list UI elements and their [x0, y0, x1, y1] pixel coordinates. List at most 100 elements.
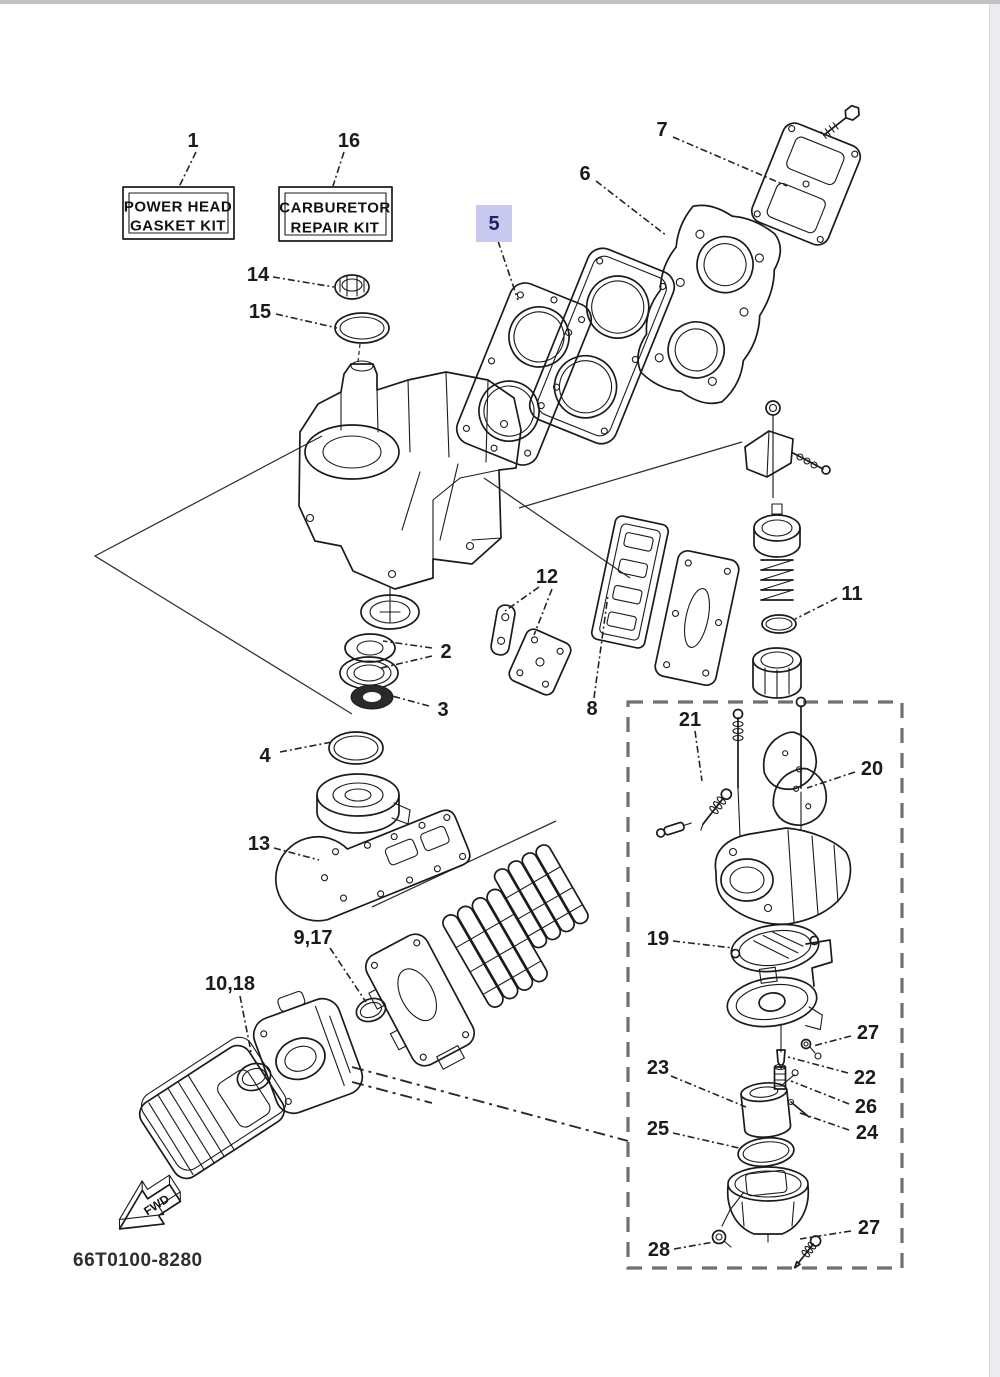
callout-27: 27 [857, 1022, 879, 1044]
clip-part-27 [800, 1038, 822, 1060]
cylinder-head-part-6 [637, 204, 782, 405]
kit-box-power-head-line2: GASKET KIT [130, 218, 226, 235]
callout-27: 27 [858, 1217, 880, 1239]
callout-24: 24 [856, 1122, 879, 1144]
engine-block [298, 360, 522, 590]
callout-16: 16 [338, 130, 360, 152]
callout-highlight [476, 205, 512, 242]
leader-line [382, 640, 433, 649]
carburetor-detail-box [626, 700, 904, 1270]
kit-box-power-head-line1: POWER HEAD [124, 199, 232, 216]
bracket-part-12 [490, 604, 516, 656]
leader-line [790, 1080, 850, 1105]
kit-box-power-head: POWER HEAD GASKET KIT [122, 186, 235, 240]
callout-4: 4 [259, 745, 271, 767]
leader-line [672, 1132, 740, 1149]
bearing-part-2 [344, 633, 396, 663]
leader-line [178, 151, 197, 188]
callout-6: 6 [579, 163, 590, 185]
throttle-body [252, 990, 364, 1115]
diaphragm-plates-part-20 [762, 731, 828, 827]
head-cover-bolt [820, 104, 860, 139]
gasket-plate-12 [508, 628, 572, 696]
cylinder-inner-plate [528, 247, 676, 445]
kit-box-carburetor: CARBURETOR REPAIR KIT [278, 186, 393, 242]
callout-12: 12 [536, 566, 558, 588]
callout-3: 3 [437, 699, 448, 721]
callout-5: 5 [488, 213, 499, 235]
oring-part-9-17 [355, 997, 387, 1023]
leader-line [533, 588, 553, 636]
thermostat-bolt [765, 400, 781, 416]
exhaust-inner-plate [590, 515, 670, 649]
oring-part-11 [761, 614, 797, 634]
callout-14: 14 [247, 264, 270, 286]
crankcase-gasket-part-13 [274, 809, 471, 922]
thermostat-spring [760, 559, 794, 601]
seal-part-3 [350, 684, 394, 710]
thermostat-cap [752, 647, 802, 699]
leader-line [595, 180, 668, 237]
part-code: 66T0100-8280 [73, 1250, 203, 1271]
leader-line [670, 1075, 747, 1108]
crank-seal-ring [360, 587, 420, 630]
intake-silencer [138, 1036, 287, 1180]
leader-line [672, 940, 734, 949]
leader-line [239, 995, 252, 1053]
leader-line [332, 151, 345, 187]
leader-line [672, 136, 788, 187]
page-top-bar [0, 0, 1000, 4]
carburetor-body [714, 787, 852, 926]
callout-23: 23 [647, 1057, 669, 1079]
callout-21: 21 [679, 709, 701, 731]
callout-15: 15 [249, 301, 271, 323]
cylinder-head-cover-part-7 [750, 122, 862, 246]
drain-screw-part-28 [711, 1191, 745, 1248]
leader-line [497, 240, 519, 301]
leader-line [279, 741, 333, 753]
fwd-arrow: FWD [118, 1174, 182, 1230]
leader-line [806, 771, 856, 789]
kit-box-carburetor-line2: REPAIR KIT [291, 220, 380, 237]
callout-25: 25 [647, 1118, 669, 1140]
callout-10-18: 10,18 [205, 973, 255, 995]
callout-13: 13 [248, 833, 270, 855]
diaphragm-screw-b [795, 696, 807, 789]
callout-22: 22 [854, 1067, 876, 1089]
page-edge-strip [989, 4, 1000, 1377]
fuel-pump-body [726, 966, 823, 1031]
leader-line [329, 947, 367, 1003]
callout-1: 1 [187, 130, 198, 152]
oring-part-4 [328, 731, 384, 765]
oring-part-15 [334, 312, 390, 344]
leader-line [380, 655, 433, 669]
pilot-screw-part-21 [700, 788, 733, 831]
intake-manifold [364, 933, 476, 1070]
leader-line [272, 276, 335, 288]
leader-line [380, 692, 430, 707]
exploded-axis-lines [93, 343, 774, 908]
diaphragm-screw-a [732, 708, 744, 789]
pilot-jet [655, 821, 692, 838]
grommet-part-14 [334, 274, 370, 300]
carburetor-connector-line [351, 1066, 629, 1142]
leader-line [275, 313, 338, 329]
head-gasket-part-5 [455, 282, 593, 466]
callout-9-17: 9,17 [294, 927, 333, 949]
callout-20: 20 [861, 758, 883, 780]
leader-line [504, 586, 540, 612]
reed-valve-stack-2 [493, 844, 589, 949]
bracket-screw [792, 452, 831, 475]
leader-line [799, 1230, 852, 1240]
leader-line [787, 1056, 849, 1074]
pump-bracket [805, 939, 833, 987]
thermostat-bracket [744, 430, 794, 478]
float-bowl [726, 1166, 810, 1243]
exhaust-outer-cover [654, 549, 740, 687]
leader-line [673, 1241, 715, 1250]
leader-line [694, 730, 703, 782]
leader-line [593, 594, 609, 699]
leader-line [812, 1035, 852, 1047]
bowl-gasket-part-25 [737, 1136, 795, 1168]
